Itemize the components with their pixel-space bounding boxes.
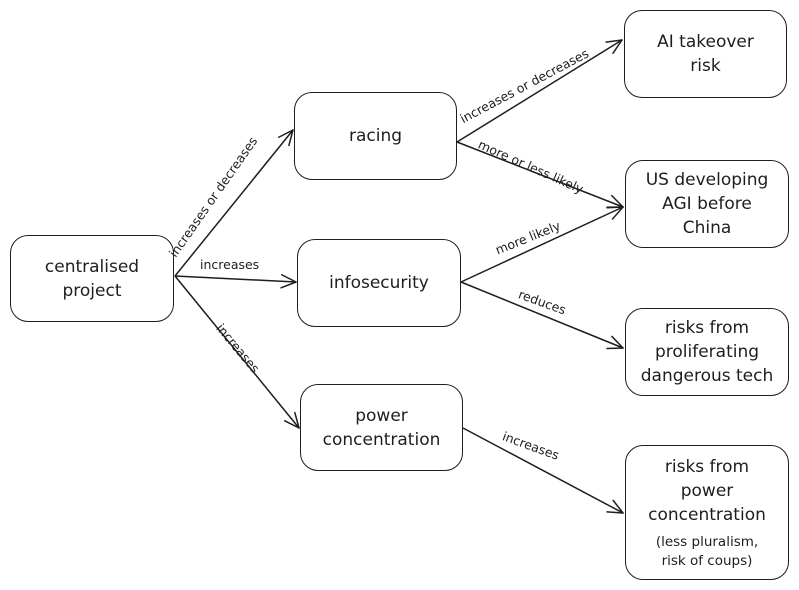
node-text: concentration: [648, 504, 766, 525]
node-risks-proliferating[interactable]: risks from proliferating dangerous tech: [625, 308, 789, 396]
node-text: China: [682, 218, 732, 238]
node-infosecurity[interactable]: infosecurity: [297, 239, 461, 327]
node-text: power: [680, 480, 734, 501]
node-text: concentration: [322, 429, 441, 450]
node-us-developing-agi[interactable]: US developing AGI before China: [625, 160, 789, 248]
arrow-racing-ai-takeover[interactable]: [456, 39, 623, 143]
node-text: AI takeover: [657, 32, 754, 52]
node-text: dangerous tech: [640, 366, 774, 386]
arrow-centralised-power[interactable]: [174, 275, 300, 429]
arrow-infosecurity-proliferating[interactable]: [460, 281, 624, 350]
node-risks-power-concentration[interactable]: risks from power concentration (less plu…: [625, 445, 789, 580]
arrow-centralised-racing[interactable]: [174, 129, 294, 277]
node-text: racing: [348, 126, 403, 146]
node-text: project: [62, 280, 122, 301]
node-racing[interactable]: racing: [294, 92, 457, 180]
node-centralised-project[interactable]: centralised project: [10, 235, 174, 322]
edge-label-centralised-infosecurity: increases: [200, 257, 260, 272]
node-text: AGI before: [662, 194, 752, 214]
node-text: power: [355, 405, 408, 426]
arrow-infosecurity-us-agi[interactable]: [460, 206, 624, 283]
node-note: (less pluralism, risk of coups): [656, 533, 758, 571]
node-text: risks from: [664, 456, 750, 477]
node-note-line: (less pluralism,: [655, 533, 759, 550]
node-text: risks from: [664, 318, 750, 338]
node-ai-takeover-risk[interactable]: AI takeover risk: [624, 10, 787, 98]
node-power-concentration[interactable]: power concentration: [300, 384, 463, 471]
node-note-line: risk of coups): [661, 552, 753, 569]
node-text: US developing: [645, 170, 769, 190]
node-text: infosecurity: [329, 273, 429, 293]
arrow-centralised-infosecurity[interactable]: [174, 274, 297, 289]
node-text: centralised: [44, 256, 140, 277]
arrow-power-risks[interactable]: [462, 427, 624, 514]
node-text: risk: [690, 56, 721, 76]
node-text: proliferating: [654, 342, 760, 362]
